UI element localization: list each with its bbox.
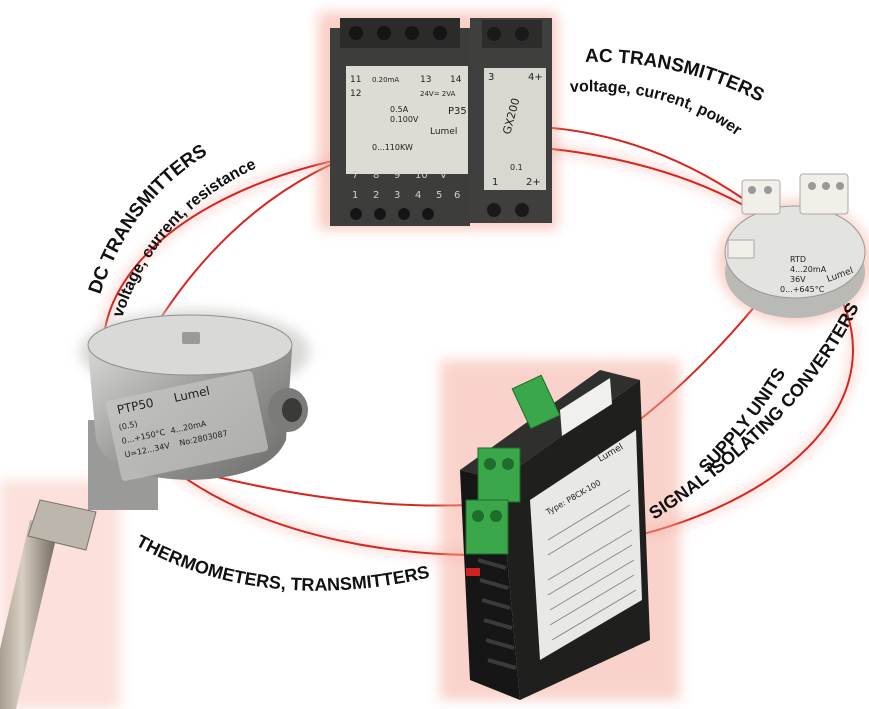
head-transmitter: RTD 4...20mA 36V 0...+645°C Lumel (717, 173, 869, 324)
head-supply: 36V (790, 275, 806, 284)
label-thermometers: THERMOMETERS, TRANSMITTERS (133, 531, 431, 595)
p35-terminal-11: 11 (350, 75, 361, 85)
p35-input-voltage: 0.100V (390, 115, 419, 124)
svg-text:1: 1 (352, 190, 358, 201)
svg-text:4: 4 (415, 190, 421, 201)
p35-supply: 24V= 2VA (420, 90, 456, 98)
converter-label-lines (547, 489, 637, 641)
head-temperature: 0...+645°C (780, 285, 825, 294)
head-type: RTD (790, 255, 806, 264)
dc-transmitter-modules: 3 4+ GX200 0.1 1 2+ 11 0.20mA 13 14 12 2… (318, 12, 558, 230)
p35-top-range: 0.20mA (372, 76, 399, 84)
gx200-terminal-4: 4+ (528, 72, 543, 83)
svg-text:V: V (440, 170, 447, 181)
p35-terminal-14: 14 (450, 75, 462, 85)
p35-brand: Lumel (430, 127, 457, 137)
svg-text:8: 8 (373, 170, 379, 181)
svg-text:9: 9 (394, 170, 400, 181)
converter-vents (477, 558, 517, 670)
gx200-range: 0.1 (510, 163, 523, 172)
p35-input-current: 0.5A (390, 105, 409, 114)
thermometer-nut (27, 499, 97, 551)
svg-text:2: 2 (373, 190, 379, 201)
ptp50-class: (0.5) (118, 419, 138, 432)
svg-text:6: 6 (454, 190, 460, 201)
label-dc-subtitle: voltage, current, resistance (110, 156, 259, 319)
din-rail-converter: Type: P8CK-100 Lumel (440, 360, 680, 700)
head-output: 4...20mA (790, 265, 827, 274)
ptp50-thermometer: PTP50 Lumel (0.5) 0...+150°C 4...20mA U=… (0, 310, 310, 709)
gx200-terminal-3: 3 (488, 72, 494, 83)
svg-text:10: 10 (415, 170, 428, 181)
gx200-terminal-1: 1 (492, 177, 498, 188)
p35-output-range: 0...110KW (372, 143, 413, 152)
p35-model: P35 (448, 106, 467, 117)
head-disc-top (724, 205, 866, 299)
housing-cap (87, 314, 293, 376)
p35-terminal-13: 13 (420, 75, 431, 85)
p35-terminal-12: 12 (350, 89, 361, 99)
terminal-block-lower (465, 499, 509, 555)
terminal-block-upper (477, 447, 521, 503)
svg-text:3: 3 (394, 190, 400, 201)
svg-text:5: 5 (436, 190, 442, 201)
converter-label (530, 430, 642, 660)
gx200-terminal-2: 2+ (526, 177, 541, 188)
thermometer-rod (0, 520, 58, 709)
p35-terminal-grid: 7 8 9 10 V 1 2 3 4 5 6 (352, 170, 460, 201)
svg-text:7: 7 (352, 170, 358, 181)
